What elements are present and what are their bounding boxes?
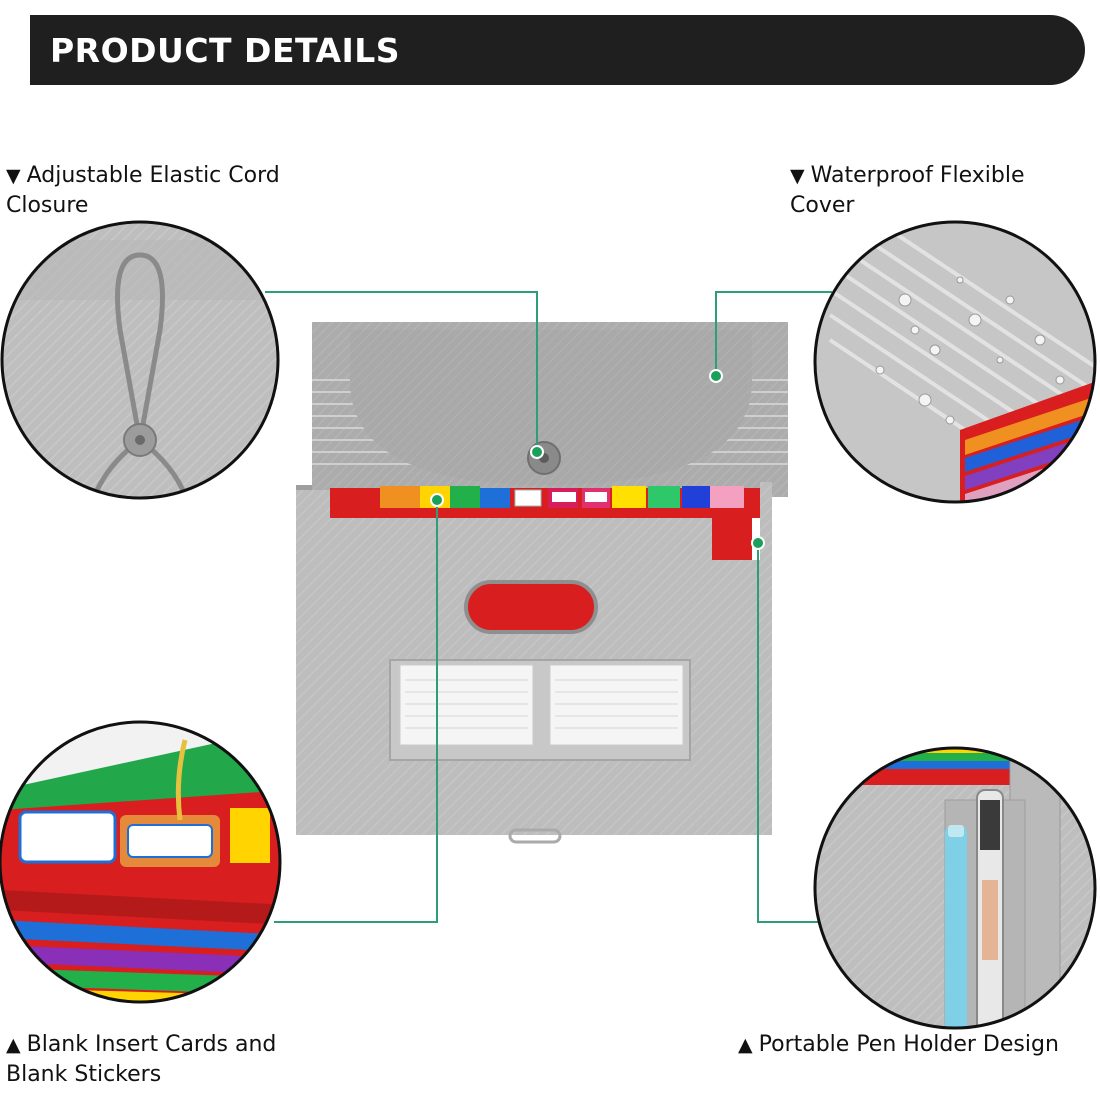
zoom-circle-waterproof-cover: [813, 220, 1097, 504]
zoom-circle-elastic-cord: [0, 220, 280, 500]
down-triangle-icon: ▼: [790, 165, 805, 187]
feature-label-cover: ▼Waterproof Flexible Cover: [790, 161, 1090, 220]
callout-lines: [265, 291, 840, 923]
folder-tabs: [330, 486, 760, 518]
zoom-circle-pen-holder: [813, 746, 1097, 1030]
folder-handle: [464, 580, 598, 634]
insert-card: [399, 664, 534, 746]
callout-dot: [709, 369, 723, 383]
pen: [976, 789, 1004, 1028]
feature-label-cards: ▲Blank Insert Cards and Blank Stickers: [6, 1030, 336, 1089]
pen: [945, 825, 967, 1028]
feature-label-pen: ▲Portable Pen Holder Design: [738, 1030, 1100, 1060]
callout-dot: [530, 445, 544, 459]
folder-product: [296, 322, 788, 844]
down-triangle-icon: ▼: [6, 165, 21, 187]
insert-card: [549, 664, 684, 746]
elastic-cord: [115, 252, 165, 431]
up-triangle-icon: ▲: [6, 1034, 21, 1056]
feature-text: Waterproof Flexible Cover: [790, 163, 1025, 218]
zoom-circle-insert-cards: [0, 720, 282, 1004]
feature-text: Portable Pen Holder Design: [758, 1032, 1059, 1057]
feature-label-closure: ▼Adjustable Elastic Cord Closure: [6, 161, 336, 220]
up-triangle-icon: ▲: [738, 1034, 753, 1056]
water-droplets: [875, 276, 1065, 425]
feature-text: Blank Insert Cards and Blank Stickers: [6, 1032, 277, 1087]
feature-text: Adjustable Elastic Cord Closure: [6, 163, 280, 218]
banner-title: PRODUCT DETAILS: [50, 30, 401, 70]
header-banner: PRODUCT DETAILS: [30, 15, 1085, 85]
callout-dot: [430, 493, 444, 507]
callout-dot: [751, 536, 765, 550]
blank-sticker: [18, 810, 117, 864]
callout-dots: [430, 369, 765, 550]
